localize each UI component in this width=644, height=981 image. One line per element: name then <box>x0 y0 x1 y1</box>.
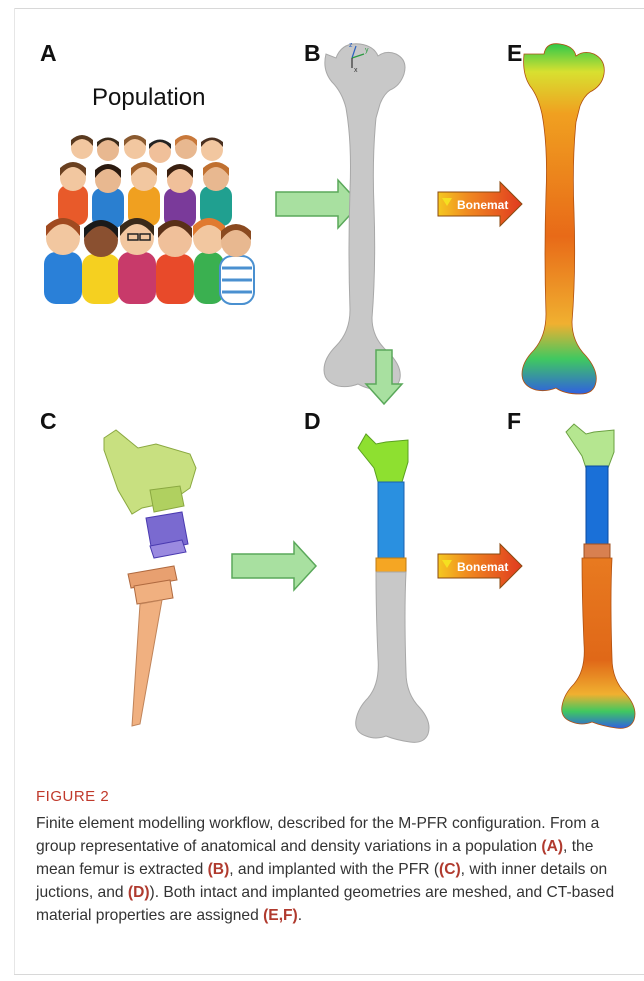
femur-e-heatmap <box>522 44 604 394</box>
figure-caption-title: FIGURE 2 <box>36 788 109 805</box>
bonemat-arrow-bottom: Bonemat <box>438 544 522 588</box>
arrow-a-to-b <box>276 180 360 228</box>
axis-label-y: y <box>365 47 369 54</box>
caption-text-3: , and implanted with the PFR ( <box>229 861 439 878</box>
caption-text-6: . <box>298 907 302 924</box>
femur-f-implanted-heatmap <box>562 424 635 728</box>
femur-d-implanted <box>356 434 429 742</box>
axis-label-x: x <box>354 67 358 74</box>
bottom-rule <box>14 974 644 975</box>
caption-ref-ef[interactable]: (E,F) <box>263 907 298 924</box>
axis-label-z: z <box>349 42 353 49</box>
femur-b <box>324 44 405 390</box>
bonemat-label-bottom: Bonemat <box>457 560 508 574</box>
caption-ref-c[interactable]: (C) <box>439 861 461 878</box>
population-illustration <box>44 132 254 304</box>
caption-text-1: Finite element modelling workflow, descr… <box>36 815 599 855</box>
crowd-front-row <box>44 218 254 304</box>
bonemat-arrow-top: Bonemat <box>438 182 522 226</box>
figure-caption-body: Finite element modelling workflow, descr… <box>36 812 626 927</box>
implant-c <box>104 430 196 726</box>
caption-ref-a[interactable]: (A) <box>541 838 563 855</box>
bonemat-label-top: Bonemat <box>457 198 508 212</box>
crowd-middle-row <box>58 162 232 228</box>
arrow-c-to-d <box>232 542 316 590</box>
caption-ref-b[interactable]: (B) <box>208 861 230 878</box>
figure-graphics: z y x Bonemat Bonemat <box>0 0 644 780</box>
caption-ref-d[interactable]: (D) <box>128 884 150 901</box>
